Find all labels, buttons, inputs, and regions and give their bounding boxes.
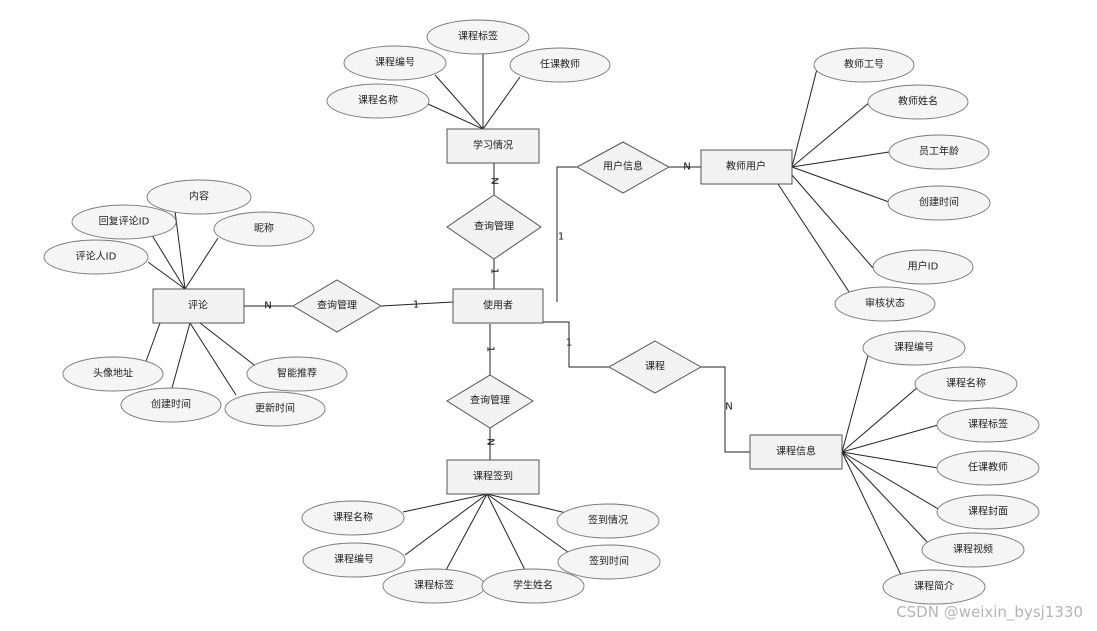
card-study-1: 1 [489, 268, 500, 274]
attr-comment-nickname: 昵称 [213, 211, 315, 247]
svg-text:创建时间: 创建时间 [151, 398, 191, 411]
attr-course-intro: 课程简介 [882, 569, 986, 605]
entity-user-label: 使用者 [483, 299, 513, 312]
card-comment-1: 1 [413, 300, 419, 311]
attr-checkin-time: 签到时间 [557, 544, 661, 580]
svg-text:课程简介: 课程简介 [914, 580, 954, 593]
attr-comment-create-time: 创建时间 [120, 387, 222, 423]
svg-text:内容: 内容 [189, 190, 209, 203]
svg-text:课程编号: 课程编号 [894, 341, 934, 354]
entity-study: 学习情况 [446, 128, 540, 164]
svg-text:课程名称: 课程名称 [333, 511, 373, 524]
card-comment-n: N [264, 301, 271, 312]
entity-teacher-label: 教师用户 [726, 160, 766, 173]
svg-text:回复评论ID: 回复评论ID [99, 215, 150, 228]
attr-study-course-tag: 课程标签 [426, 19, 530, 55]
svg-text:课程封面: 课程封面 [968, 505, 1008, 518]
card-userinfo-1: 1 [558, 232, 564, 243]
attr-comment-user-id: 评论人ID [43, 239, 149, 275]
csdn-watermark: CSDN @weixin_bysj1330 [896, 603, 1083, 621]
attr-teacher-no: 教师工号 [813, 47, 915, 83]
entity-checkin-label: 课程签到 [473, 470, 513, 483]
attr-course-no: 课程编号 [862, 330, 966, 366]
attr-comment-update-time: 更新时间 [224, 391, 326, 427]
entity-user: 使用者 [452, 288, 544, 324]
card-checkin-n: N [485, 438, 496, 445]
attr-checkin-course-tag: 课程标签 [382, 568, 486, 604]
attr-checkin-student-name: 学生姓名 [481, 568, 585, 604]
svg-text:课程名称: 课程名称 [358, 94, 398, 107]
svg-text:更新时间: 更新时间 [255, 402, 295, 415]
svg-text:教师姓名: 教师姓名 [898, 95, 938, 108]
attr-course-cover: 课程封面 [936, 494, 1040, 530]
card-checkin-1: 1 [485, 346, 496, 352]
svg-text:任课教师: 任课教师 [968, 461, 1008, 474]
svg-text:评论人ID: 评论人ID [76, 250, 117, 263]
relation-user-info: 用户信息 [575, 141, 671, 194]
svg-text:签到情况: 签到情况 [588, 514, 628, 527]
relation-checkin-query: 查询管理 [446, 374, 534, 429]
attr-course-tag: 课程标签 [936, 407, 1040, 443]
relation-study-query-label: 查询管理 [474, 220, 514, 233]
attr-comment-avatar: 头像地址 [62, 356, 164, 392]
entity-course-info: 课程信息 [749, 434, 843, 470]
cardinality-labels: N 1 N 1 1 N 1 N 1 N [264, 162, 732, 446]
svg-text:课程编号: 课程编号 [375, 56, 415, 69]
svg-text:课程名称: 课程名称 [946, 377, 986, 390]
relation-comment-query-label: 查询管理 [317, 299, 357, 312]
attr-teacher-user-id: 用户ID [872, 249, 974, 285]
svg-text:头像地址: 头像地址 [93, 367, 133, 380]
attr-study-course-name: 课程名称 [326, 83, 430, 119]
attr-comment-recommend: 智能推荐 [246, 356, 348, 392]
relation-checkin-query-label: 查询管理 [470, 394, 510, 407]
attr-checkin-course-name: 课程名称 [301, 500, 405, 536]
relation-course-label: 课程 [645, 361, 665, 373]
entity-course-info-label: 课程信息 [776, 445, 816, 458]
svg-text:员工年龄: 员工年龄 [919, 145, 959, 158]
svg-text:课程标签: 课程标签 [414, 579, 454, 592]
attr-teacher-create-time: 创建时间 [887, 185, 991, 221]
relation-comment-query: 查询管理 [292, 279, 382, 333]
svg-text:课程标签: 课程标签 [968, 418, 1008, 431]
attr-teacher-audit-status: 审核状态 [834, 286, 936, 322]
attr-comment-reply-id: 回复评论ID [71, 204, 177, 240]
svg-text:创建时间: 创建时间 [919, 196, 959, 209]
attr-course-teacher: 任课教师 [936, 450, 1040, 486]
relation-study-query: 查询管理 [446, 194, 542, 260]
svg-text:课程编号: 课程编号 [334, 553, 374, 566]
card-study-n: N [489, 177, 500, 184]
svg-text:课程视频: 课程视频 [953, 543, 993, 556]
entity-study-label: 学习情况 [473, 139, 513, 152]
attr-teacher-name: 教师姓名 [867, 84, 969, 120]
relation-user-info-label: 用户信息 [603, 160, 643, 173]
svg-text:课程标签: 课程标签 [458, 30, 498, 43]
attr-study-teacher: 任课教师 [509, 47, 611, 83]
svg-text:教师工号: 教师工号 [844, 58, 884, 71]
attr-course-video: 课程视频 [921, 532, 1025, 568]
svg-text:签到时间: 签到时间 [589, 555, 629, 568]
relation-course: 课程 [607, 340, 703, 394]
card-userinfo-n: N [683, 162, 690, 173]
attr-study-course-no: 课程编号 [343, 45, 447, 81]
attr-checkin-course-no: 课程编号 [302, 542, 406, 578]
svg-text:昵称: 昵称 [254, 222, 274, 235]
svg-text:智能推荐: 智能推荐 [277, 367, 317, 380]
svg-text:用户ID: 用户ID [908, 260, 939, 273]
svg-text:学生姓名: 学生姓名 [513, 579, 553, 592]
svg-text:审核状态: 审核状态 [865, 297, 905, 310]
attr-teacher-age: 员工年龄 [888, 134, 990, 170]
attr-checkin-status: 签到情况 [556, 503, 660, 539]
attr-comment-content: 内容 [146, 179, 252, 215]
entity-teacher: 教师用户 [700, 149, 793, 185]
svg-text:任课教师: 任课教师 [540, 58, 580, 71]
card-course-n: N [725, 402, 732, 413]
entity-checkin: 课程签到 [446, 459, 540, 495]
entity-comment: 评论 [152, 288, 245, 324]
attr-course-name: 课程名称 [914, 366, 1018, 402]
entity-comment-label: 评论 [188, 299, 208, 312]
card-course-1: 1 [566, 338, 572, 349]
